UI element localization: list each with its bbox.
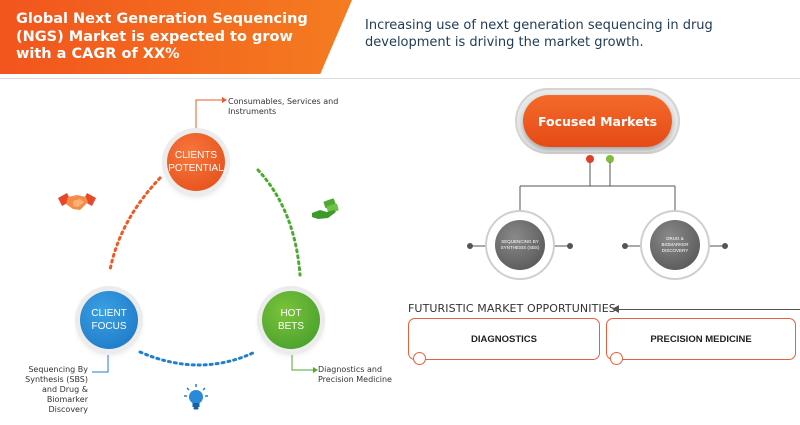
page-subtitle: Increasing use of next generation sequen… [365,18,713,50]
arc-green [256,168,302,277]
drug-line3: DISCOVERY [661,248,689,253]
drug-line1: DRUG & [666,236,684,241]
money-hand-icon [312,198,339,219]
client-focus-line1: CLIENT [91,308,127,319]
opportunity-diagnostics: DIAGNOSTICS [408,318,600,360]
focused-markets-tree [467,162,728,249]
header-divider [0,78,800,79]
drug-discovery-circle: DRUG & BIOMARKER DISCOVERY [650,220,700,270]
opportunities-title: FUTURISTIC MARKET OPPORTUNITIES [408,302,616,315]
hot-bets-line1: HOT [280,308,302,319]
lightbulb-icon [184,384,208,410]
sbs-line1: SEQUENCING BY [501,239,539,244]
drug-line2: BIOMARKER [661,242,689,247]
focused-markets-label: Focused Markets [523,95,672,147]
hot-bets-line2: BETS [277,321,305,332]
sbs-circle: SEQUENCING BY SYNTHESIS (SBS) [495,220,545,270]
opportunities-line [619,309,800,310]
leader-hot-arrow [313,367,318,373]
arc-orange [108,176,162,272]
client-focus-note: Sequencing By Synthesis (SBS) and Drug &… [25,365,88,414]
clients-potential-line1: CLIENTS [174,150,218,161]
opportunity-precision-medicine: PRECISION MEDICINE [606,318,796,360]
handshake-icon [58,193,96,210]
page-title: Global Next Generation Sequencing (NGS) … [16,11,308,62]
hot-bets-note: Diagnostics and Precision Medicine [318,365,392,384]
header-banner: Global Next Generation Sequencing (NGS) … [0,0,800,74]
header-accent-panel [0,0,352,74]
leader-clients [195,99,222,128]
leader-focus [92,355,109,373]
green-dot [606,155,614,163]
sbs-line2: SYNTHESIS (SBS) [500,245,540,250]
diagnostics-ring-marker [413,352,426,365]
client-focus-circle: CLIENT FOCUS [80,291,138,349]
arc-blue [138,350,257,367]
hot-bets-circle: HOT BETS [262,291,320,349]
leader-hot [291,355,313,371]
client-focus-line2: FOCUS [91,321,127,332]
red-dot [586,155,594,163]
clients-potential-note: Consumables, Services and Instruments [228,97,339,116]
cycle-connectors [92,97,318,373]
clients-potential-line2: POTENTIAL [168,163,224,174]
leader-clients-arrow [222,97,227,103]
clients-potential-circle: CLIENTS POTENTIAL [167,133,225,191]
precision-ring-marker [610,352,623,365]
opportunities-arrow [612,305,619,313]
